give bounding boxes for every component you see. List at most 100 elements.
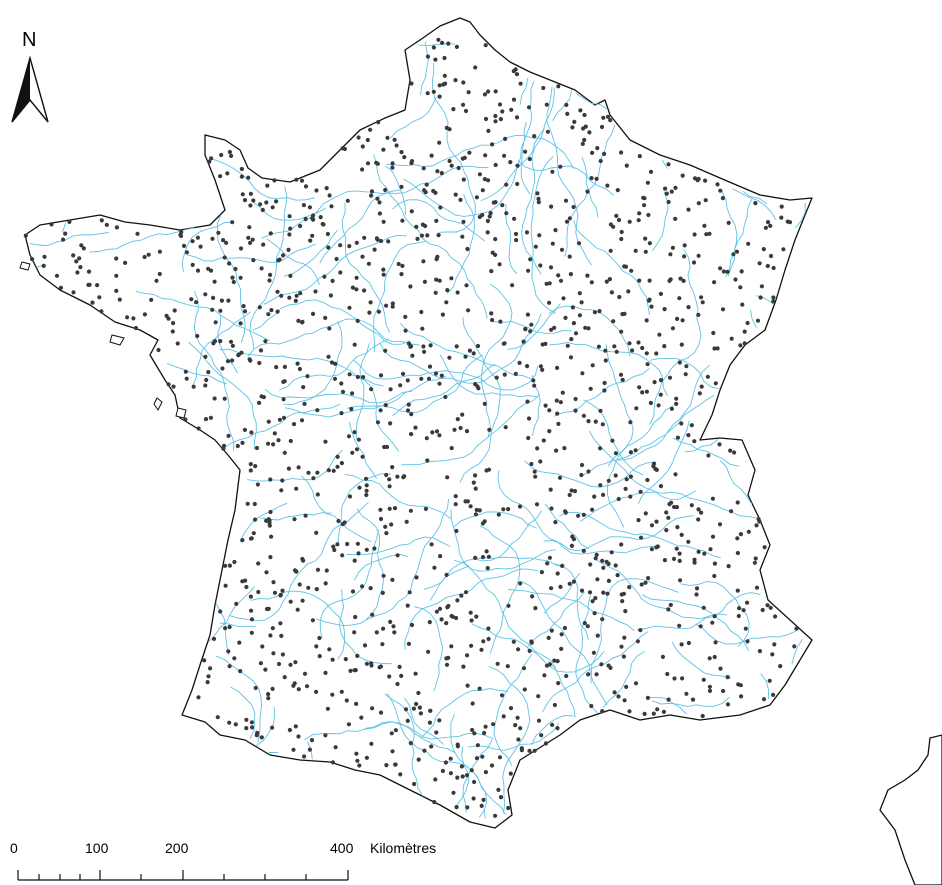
station-point [257,360,262,366]
station-point [249,617,255,622]
station-point [536,200,541,205]
station-point [654,545,659,550]
station-point [735,550,741,556]
station-point [399,673,404,679]
station-point [276,661,282,667]
station-point [446,655,451,661]
station-point [583,325,588,330]
station-point [410,353,415,358]
station-point [484,549,489,554]
station-point [323,439,328,444]
station-point [431,89,436,94]
river [581,364,710,477]
station-point [675,525,680,530]
river [453,549,556,572]
station-point [493,252,498,257]
station-point [599,662,604,667]
station-point [437,83,442,88]
station-point [226,298,231,303]
station-point [376,309,381,314]
station-point [604,279,609,284]
station-point [458,197,463,202]
river [166,363,227,385]
station-point [329,204,334,209]
station-point [408,344,413,349]
station-point [436,233,441,238]
station-point [325,706,330,711]
station-point [455,290,460,295]
station-point [753,556,758,561]
station-point [489,311,494,316]
station-point [451,107,456,112]
station-point [250,237,255,242]
station-point [712,654,717,660]
station-point [357,763,362,768]
station-point [686,207,691,212]
station-point [475,343,481,349]
station-point [496,787,501,793]
station-point [142,312,147,317]
station-point [677,296,682,301]
river [247,318,420,357]
station-point [681,278,686,283]
station-point [474,614,479,619]
river [602,651,645,709]
station-point [568,272,574,277]
station-point [198,244,203,249]
station-point [114,256,119,261]
station-point [704,232,709,237]
station-point [375,196,380,201]
river [404,697,444,745]
station-point [474,195,479,200]
station-point [117,297,122,302]
station-point [567,581,572,586]
station-point [590,150,595,155]
station-point [549,506,554,511]
station-point [304,684,310,689]
station-point [279,293,284,298]
station-point [696,201,701,206]
station-point [420,326,425,331]
river [589,430,696,500]
station-point [621,654,627,659]
station-point [658,392,663,397]
station-point [513,371,518,376]
station-point [628,474,634,479]
station-point [213,320,218,325]
station-point [468,610,473,615]
station-point [387,477,392,482]
station-point [220,366,225,371]
corsica-outline [879,734,942,885]
station-point [567,216,573,221]
station-point [323,315,328,320]
station-point [689,503,694,508]
station-point [493,113,498,119]
station-point [463,499,468,504]
station-point [181,243,187,248]
station-point [266,692,271,697]
river [583,399,644,476]
station-point [425,233,430,238]
station-point [743,626,748,631]
station-point [393,728,398,733]
station-point [518,581,523,586]
station-point [666,697,671,702]
station-point [526,416,532,421]
station-point [279,488,284,493]
station-point [686,640,692,646]
station-point [593,556,598,561]
river [680,581,750,647]
station-point [598,483,603,488]
station-point [503,136,508,141]
station-point [664,528,669,533]
station-point [771,295,776,300]
station-point [570,305,576,310]
station-point [701,605,706,610]
station-point [335,464,340,469]
station-point [463,108,469,114]
station-point [354,275,359,280]
river [338,589,392,665]
station-point [637,385,642,390]
station-point [303,513,308,518]
station-point [244,726,249,731]
